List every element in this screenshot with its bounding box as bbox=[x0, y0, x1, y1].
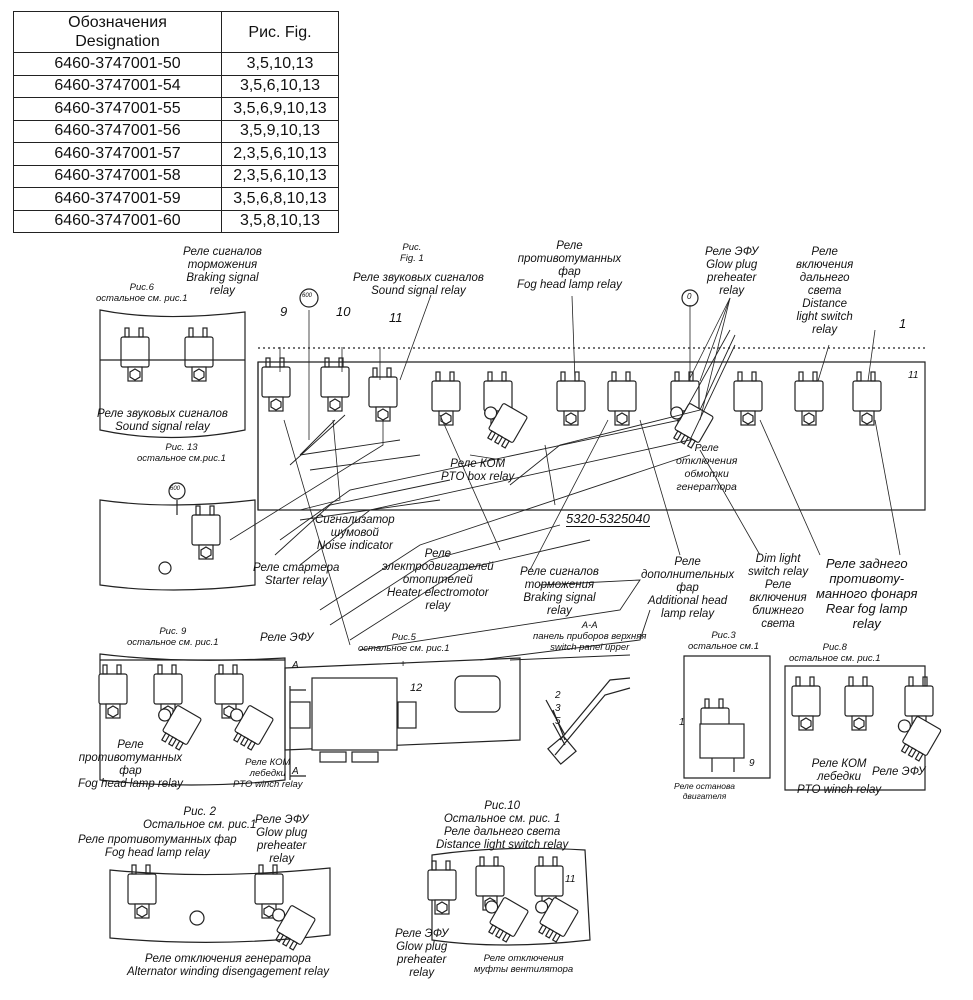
callout-600a: 600 bbox=[302, 293, 313, 299]
label-fig8: Рис.8 остальное см. рис.1 bbox=[789, 642, 881, 664]
label-pto-winch-fig8: Реле КОМ лебедки PTO winch relay bbox=[797, 758, 882, 796]
header-figures: Рис. Fig. bbox=[221, 11, 339, 53]
label-alt-winding-cut: Реле отключения обмотки генератора bbox=[676, 442, 738, 493]
figures-cell: 2,3,5,6,10,13 bbox=[221, 142, 339, 166]
table-header-row: Обозначения Designation Рис. Fig. bbox=[13, 11, 339, 53]
label-fan-clutch-relay: Реле отключения муфты вентилятора bbox=[474, 953, 574, 975]
label-efu: Реле ЭФУ bbox=[260, 632, 314, 644]
label-fig1: Рис. Fig. 1 bbox=[400, 242, 424, 264]
section-marker-bottom: А bbox=[292, 766, 299, 777]
label-section-aa: А-А панель приборов верхняя switch panel… bbox=[533, 620, 647, 653]
callout-11: 11 bbox=[389, 310, 403, 325]
label-engine-stop: Реле останова двигателя bbox=[674, 781, 735, 801]
fig6-panel bbox=[99, 309, 246, 439]
fig3-panel bbox=[683, 655, 771, 779]
label-efu-fig8: Реле ЭФУ bbox=[872, 766, 926, 778]
label-fig6: Рис.6 остальное см. рис.1 bbox=[96, 282, 188, 304]
main-leader-lines bbox=[229, 294, 901, 646]
section-marker-top: А bbox=[292, 660, 299, 671]
fig5-panel bbox=[284, 657, 521, 780]
callout-12: 12 bbox=[410, 682, 423, 694]
callout-9: 9 bbox=[280, 304, 288, 319]
label-fig3: Рис.3 остальное см.1 bbox=[688, 630, 759, 652]
fig13-panel bbox=[99, 482, 256, 591]
figures-cell: 3,5,10,13 bbox=[221, 52, 339, 76]
header-designation: Обозначения Designation bbox=[13, 11, 222, 53]
plus-sign: + bbox=[400, 659, 406, 670]
label-braking-relay-mid: Реле сигналов торможения Braking signal … bbox=[520, 566, 599, 617]
callout-11b: 11 bbox=[908, 370, 919, 381]
label-fig9: Рис. 9 остальное см. рис.1 bbox=[127, 626, 219, 648]
callout-2: 2 bbox=[555, 690, 561, 701]
label-braking-relay-top: Реле сигналов торможения Braking signal … bbox=[183, 246, 262, 297]
figures-cell: 3,5,6,8,10,13 bbox=[221, 187, 339, 211]
callout-1: 1 bbox=[899, 316, 907, 331]
label-sound-relay-fig6: Реле звуковых сигналов Sound signal rela… bbox=[97, 408, 228, 433]
designation-table: Обозначения Designation Рис. Fig. 6460-3… bbox=[13, 11, 339, 233]
callout-9b: 9 bbox=[749, 758, 755, 769]
label-fig10: Рис.10 Остальное см. рис. 1 Реле дальнег… bbox=[436, 800, 569, 851]
label-distance-relay-top: Реле включения дальнего света Distance l… bbox=[796, 246, 854, 336]
label-pto-winch-fig9: Реле КОМ лебедки PTO winch relay bbox=[233, 757, 303, 790]
figures-cell: 3,5,6,10,13 bbox=[221, 74, 339, 98]
section-aa bbox=[545, 677, 631, 765]
designation-cell: 6460-3747001-50 bbox=[13, 52, 222, 76]
label-heater-relay: Реле электродвигателей отопителей Heater… bbox=[382, 548, 494, 612]
callout-3: 3 bbox=[555, 703, 561, 714]
label-fog-relay-fig9: Реле противотуманных фар Fog head lamp r… bbox=[78, 739, 183, 790]
label-rear-fog-relay: Реле заднего противоту- манного фонаря R… bbox=[816, 556, 918, 631]
fig9-panel bbox=[98, 653, 286, 786]
designation-cell: 6460-3747001-54 bbox=[13, 74, 222, 98]
figures-cell: 3,5,9,10,13 bbox=[221, 119, 339, 143]
label-fig2: Рис. 2 Остальное см. рис.1 bbox=[143, 806, 257, 831]
label-additional-relay: Реле дополнительных фар Additional head … bbox=[641, 556, 735, 620]
label-dim-relay: Dim light switch relay Реле включения бл… bbox=[748, 553, 809, 630]
designation-cell: 6460-3747001-57 bbox=[13, 142, 222, 166]
callout-1b: 1 bbox=[679, 717, 685, 728]
part-number: 5320-5325040 bbox=[566, 511, 650, 527]
harness-channels bbox=[274, 329, 736, 661]
label-noise-indicator: Сигнализатор шумовой Noise indicator bbox=[315, 514, 395, 552]
label-fog-relay-fig2: Реле противотуманных фар Fog head lamp r… bbox=[78, 834, 237, 859]
callout-10: 10 bbox=[336, 304, 351, 319]
label-alt-winding-fig2: Реле отключения генератора Alternator wi… bbox=[127, 953, 330, 978]
designation-cell: 6460-3747001-55 bbox=[13, 97, 222, 121]
fig10-panel bbox=[427, 847, 591, 946]
label-fig5: Рис.5 остальное см. рис.1 bbox=[358, 632, 450, 654]
callout-600b: 600 bbox=[170, 486, 181, 492]
label-pto-box: Реле КОМ PTO box relay bbox=[441, 458, 515, 483]
label-glow-relay-fig2: Реле ЭФУ Glow plug preheater relay bbox=[255, 814, 309, 865]
fig8-panel bbox=[784, 665, 942, 791]
callout-11c: 11 bbox=[565, 874, 576, 885]
designation-cell: 6460-3747001-58 bbox=[13, 164, 222, 188]
callout-0: 0 bbox=[687, 292, 692, 301]
label-sound-relay-top: Реле звуковых сигналов Sound signal rela… bbox=[353, 272, 484, 297]
label-starter-relay: Реле стартера Starter relay bbox=[253, 562, 340, 587]
figures-cell: 2,3,5,6,10,13 bbox=[221, 164, 339, 188]
fig2-panel bbox=[109, 864, 331, 953]
figures-cell: 3,5,8,10,13 bbox=[221, 209, 339, 233]
label-glow-relay-top: Реле ЭФУ Glow plug preheater relay bbox=[705, 246, 759, 297]
label-glow-relay-fig10: Реле ЭФУ Glow plug preheater relay bbox=[395, 928, 449, 979]
label-fig13: Рис. 13 остальное см.рис.1 bbox=[137, 442, 226, 464]
main-panel bbox=[257, 347, 926, 511]
designation-cell: 6460-3747001-60 bbox=[13, 209, 222, 233]
label-fog-relay-top: Реле противотуманных фар Fog head lamp r… bbox=[517, 240, 622, 291]
designation-cell: 6460-3747001-56 bbox=[13, 119, 222, 143]
main-relays bbox=[261, 357, 882, 451]
callout-5: 5 bbox=[555, 716, 561, 727]
